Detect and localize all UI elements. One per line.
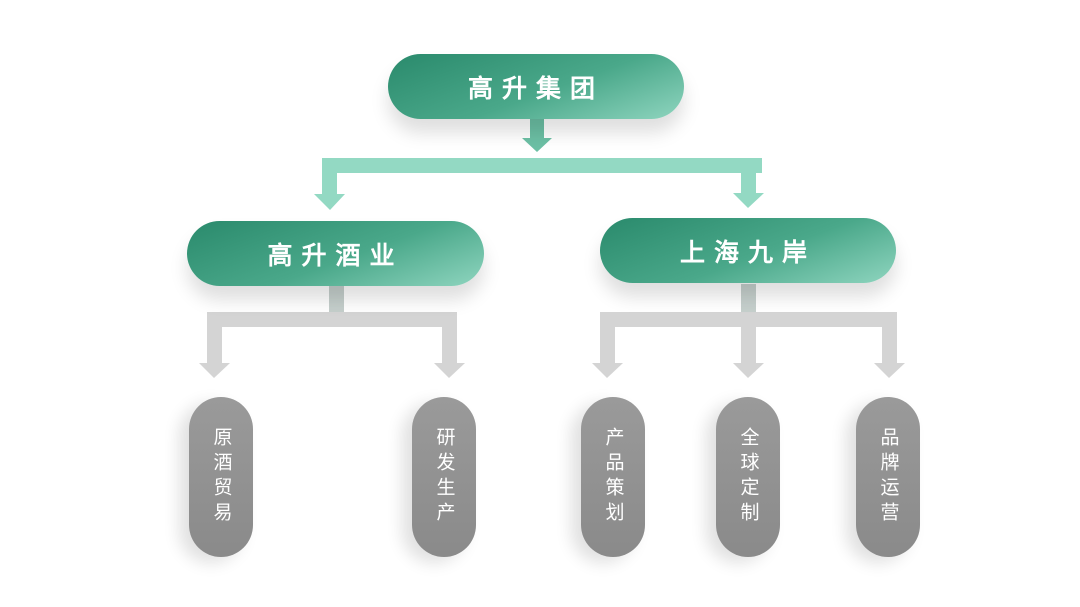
left-arrow-icon	[314, 194, 345, 210]
leaf-node: 全球定制	[716, 397, 780, 557]
gray-connectors	[199, 284, 905, 378]
leaf-node: 产品策划	[581, 397, 645, 557]
arrow-down-icon	[434, 363, 465, 378]
right-arrow-icon	[733, 193, 764, 208]
leaf-label: 研发生产	[433, 427, 456, 527]
root-stem	[530, 118, 544, 140]
arrow-down-icon	[733, 363, 764, 378]
leaf-node: 原酒贸易	[189, 397, 253, 557]
leaf-node: 品牌运营	[856, 397, 920, 557]
leaf-label: 品牌运营	[877, 427, 900, 527]
leaf-node: 研发生产	[412, 397, 476, 557]
arrow-down-icon	[592, 363, 623, 378]
right-drop	[741, 158, 756, 196]
branch-node-liquor: 高升酒业	[187, 221, 484, 286]
arrow-down-icon	[199, 363, 230, 378]
green-hbar	[322, 158, 762, 173]
left-drop	[322, 158, 337, 198]
leaf-label: 全球定制	[737, 427, 760, 527]
branch-node-jiuan: 上海九岸	[600, 218, 896, 283]
arrow-down-icon	[874, 363, 905, 378]
leaf-label: 原酒贸易	[210, 427, 233, 527]
leaf-label: 产品策划	[602, 427, 625, 527]
green-connectors	[314, 118, 764, 210]
root-node: 高升集团	[388, 54, 684, 119]
root-arrow-icon	[522, 138, 552, 152]
